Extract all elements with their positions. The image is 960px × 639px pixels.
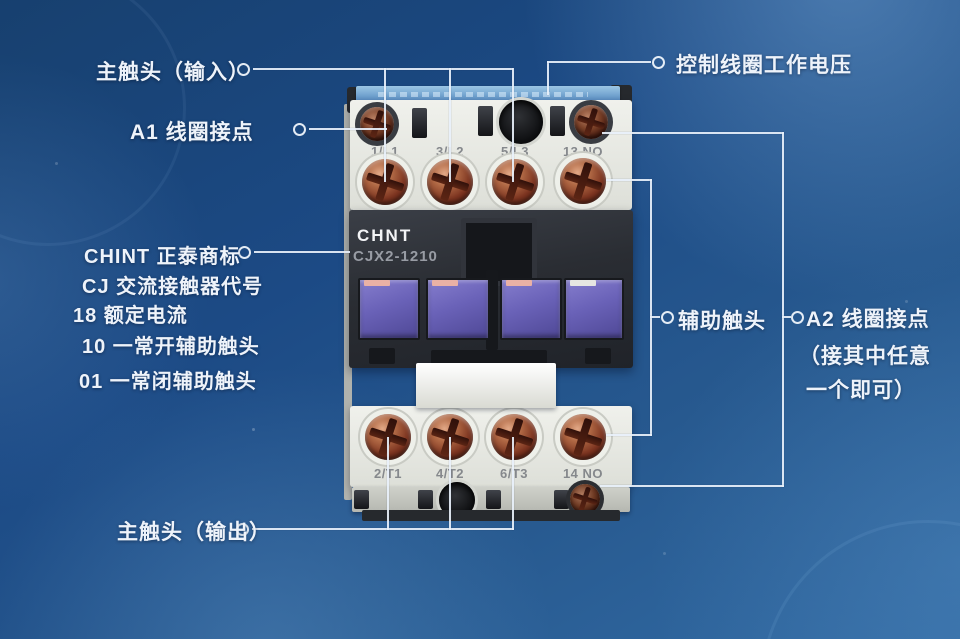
label-a1-coil-contact: A1 线圈接点 [130,121,254,144]
bottom-strip [352,482,630,518]
label-a2-coil-contact-note2: 一个即可） [806,379,916,402]
leader-line [309,128,387,130]
leader-line [254,251,350,253]
terminal-tab [478,106,493,136]
window-tab [364,280,390,286]
leader-ring [236,523,249,536]
terminal-screw [492,159,538,205]
leader-line [606,434,652,436]
terminal-screw [560,414,606,460]
label-control-coil-voltage: 控制线圈工作电压 [676,54,852,77]
leader-ring [237,63,250,76]
leader-ring [652,56,665,69]
arc-chamber-cover [416,363,556,408]
leader-line [449,68,451,182]
leader-line [547,61,651,63]
side-flange [344,104,352,500]
leader-line [650,316,660,318]
window-tab [506,280,532,286]
leader-line [650,179,652,436]
leader-line [253,68,513,70]
leader-line [782,132,784,487]
leader-line [512,437,514,530]
top-terminal-block: 1/L1 3/L2 5/L3 13 NO [350,100,632,210]
terminal-screw [491,414,537,460]
star-speck [663,552,666,555]
leader-line [449,437,451,530]
terminal-hole [499,100,543,144]
star-speck [905,300,908,303]
star-speck [55,162,58,165]
center-recess [461,218,537,286]
label-no-aux-note: 10 一常开辅助触头 [82,336,260,358]
contact-window [564,278,624,340]
body-recess [369,348,395,364]
terminal-tab [486,490,501,509]
contact-window [500,278,562,340]
leader-line [782,316,791,318]
coil-screw-a1 [360,107,394,141]
leader-line [384,68,386,182]
terminal-tab [354,490,369,509]
label-main-contact-input: 主触头（输入） [96,61,250,84]
leader-line [600,485,784,487]
leader-ring [791,311,804,324]
label-main-contact-output: 主触头（输出） [117,521,271,544]
contact-window [358,278,420,340]
model-number: CJX2-1210 [353,248,438,265]
label-brand-note: CHINT 正泰商标 [84,246,241,268]
contact-window [426,278,490,340]
leader-ring [238,246,251,259]
terminal-tab [550,106,565,136]
terminal-tab [412,108,427,138]
body-recess [431,350,547,364]
device-body: CHNT CJX2-1210 [349,210,633,368]
leader-ring [293,123,306,136]
terminal-label: 6/T3 [482,466,546,481]
star-speck [98,338,101,341]
window-tab [570,280,596,286]
leader-line [602,132,784,134]
label-rated-current-note: 18 额定电流 [73,305,188,327]
terminal-screw [560,158,606,204]
terminal-tab [418,490,433,509]
label-a2-coil-contact-note1: （接其中任意 [799,345,931,368]
leader-line [606,179,652,181]
leader-line [512,68,514,182]
label-cj-code-note: CJ 交流接触器代号 [82,276,264,298]
star-speck [252,428,255,431]
lens-flare-circle [760,520,960,639]
label-nc-aux-note: 01 一常闭辅助触头 [79,371,257,393]
window-tab [432,280,458,286]
coil-screw-a2-bottom [570,484,600,514]
top-voltage-strip [356,86,620,104]
terminal-label: 5/L3 [500,144,529,159]
terminal-label: 14 NO [562,466,604,481]
terminal-label: 13 NO [562,144,604,159]
brand-logo: CHNT [357,226,413,245]
bottom-terminal-block: 2/T1 4/T2 6/T3 14 NO [350,406,632,487]
terminal-tab [554,490,569,509]
leader-line [252,528,514,530]
leader-line [387,437,389,530]
body-recess [585,348,611,364]
label-auxiliary-contact: 辅助触头 [678,310,766,333]
leader-ring [661,311,674,324]
label-a2-coil-contact: A2 线圈接点 [806,308,930,331]
leader-line [547,61,549,95]
device-base [362,510,620,521]
